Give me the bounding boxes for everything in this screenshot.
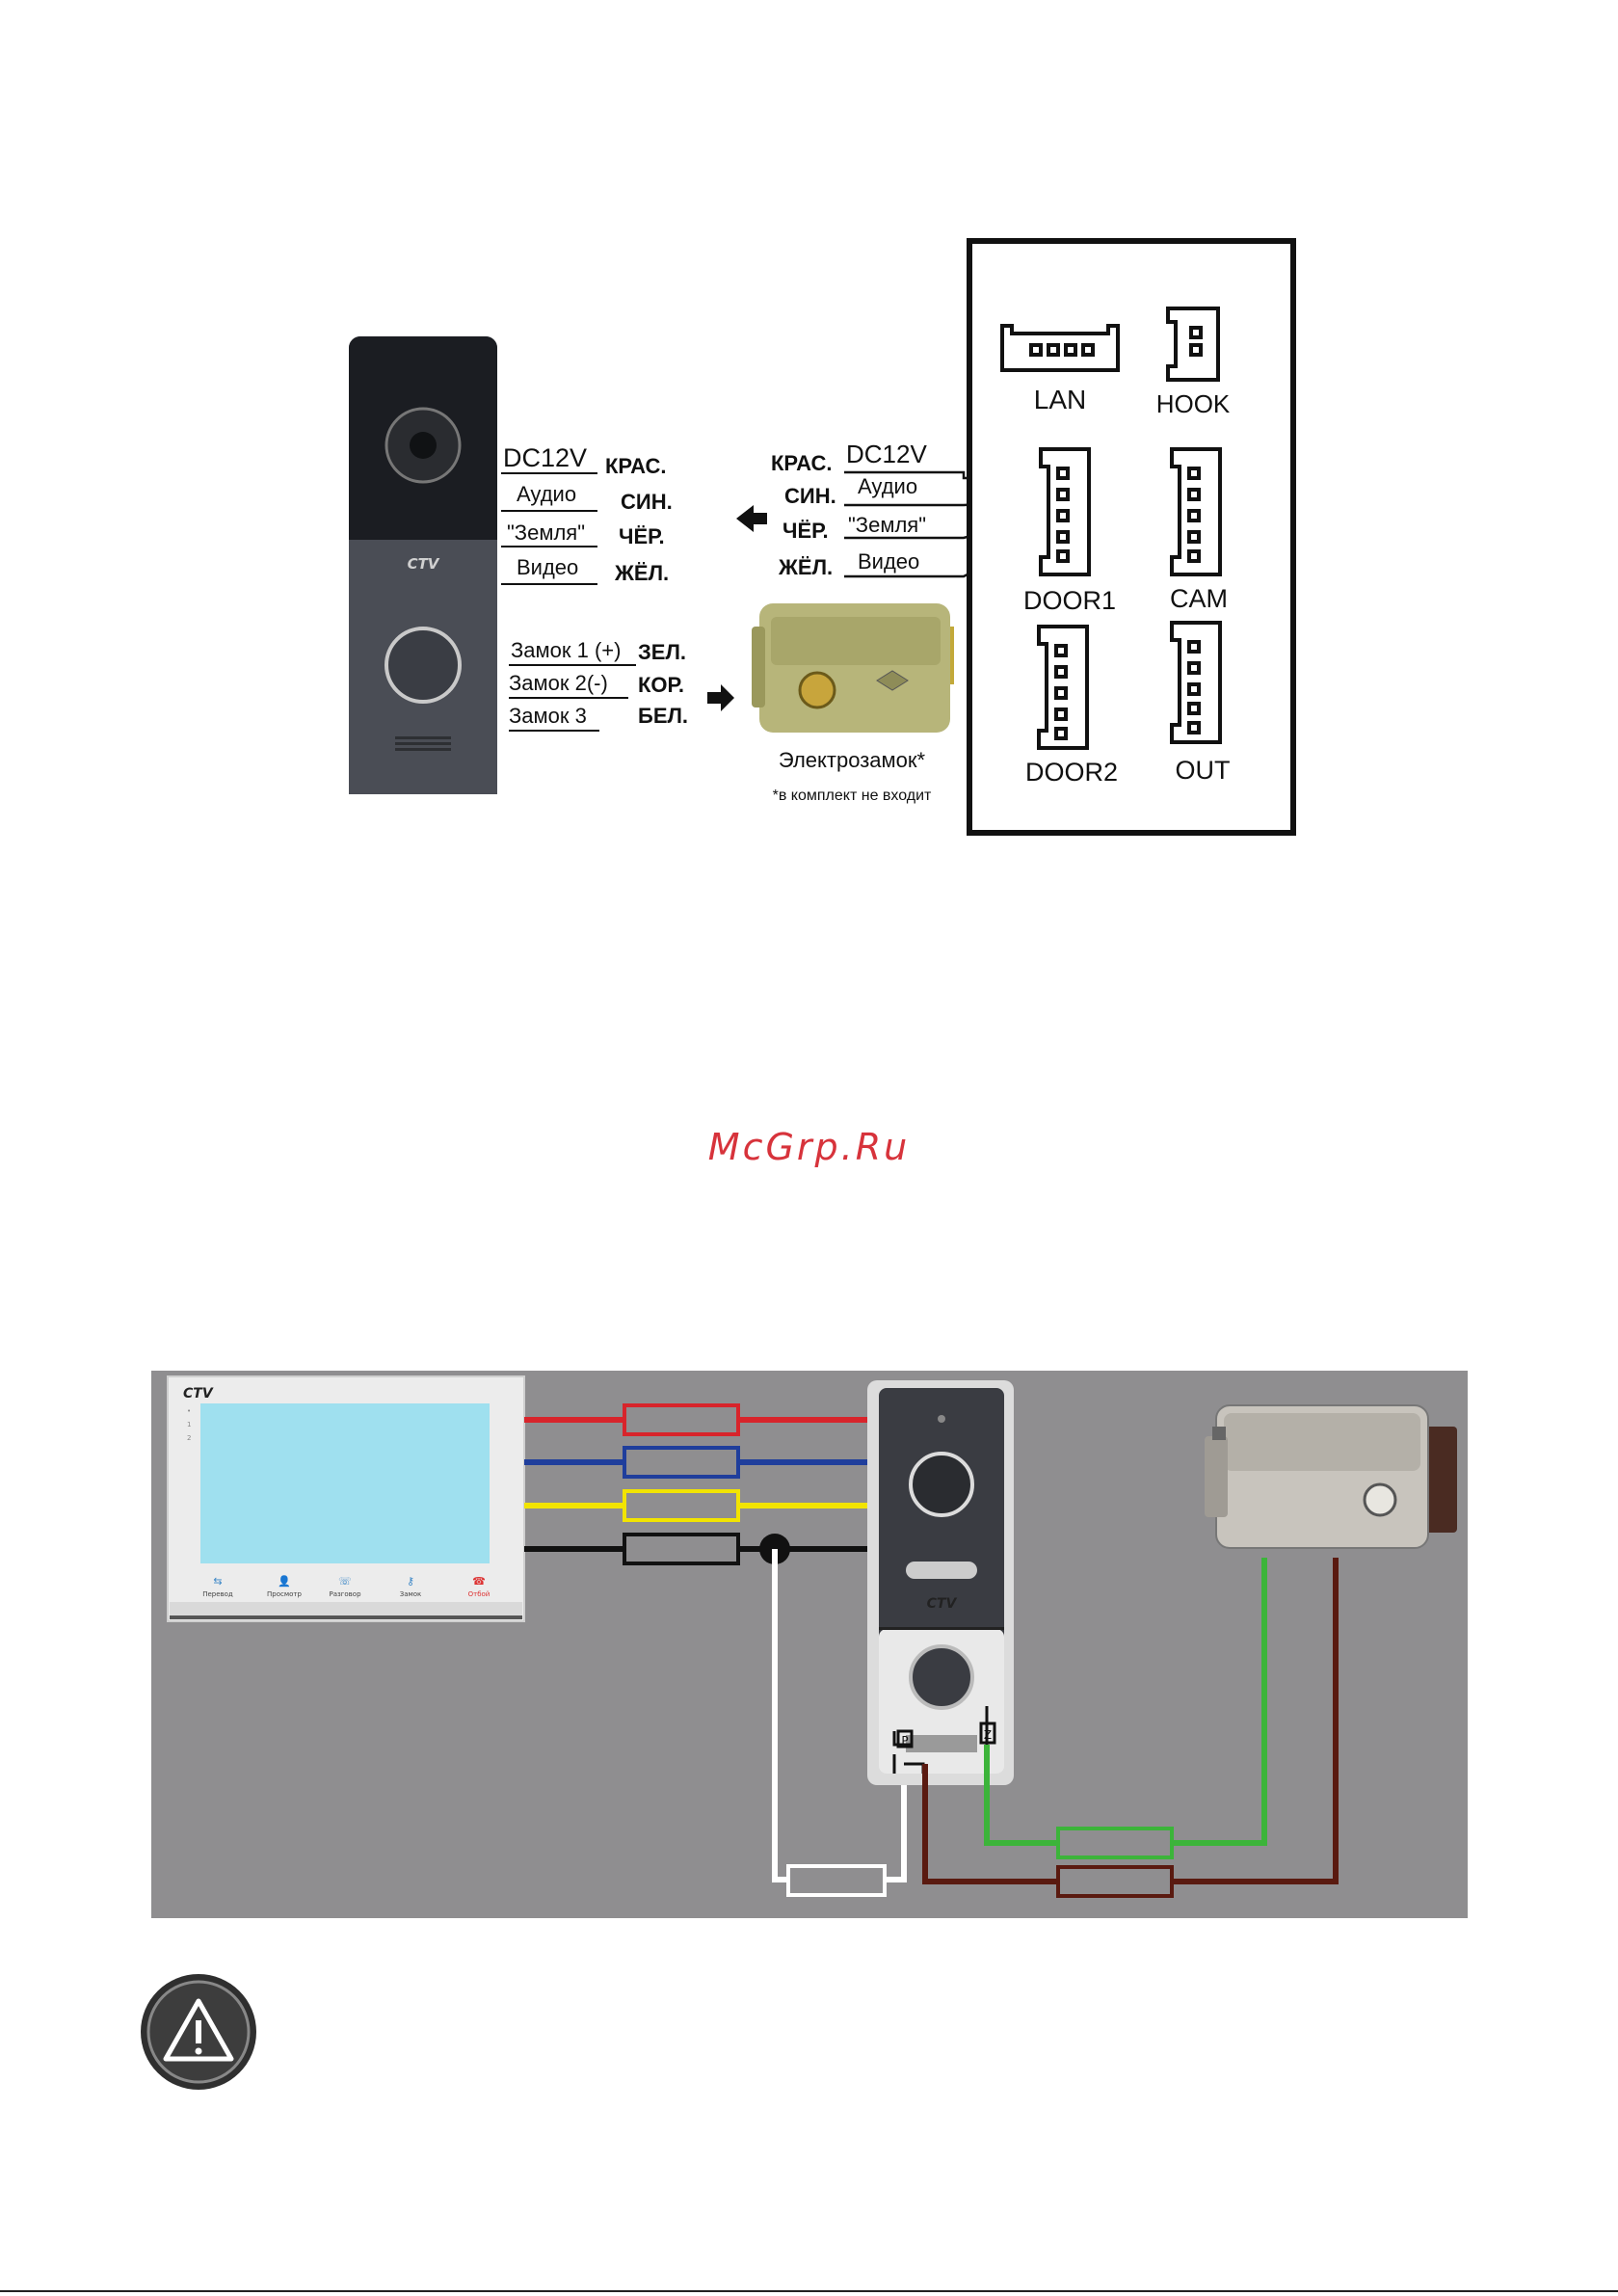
phone-icon: ☏ xyxy=(338,1575,352,1588)
door2-label: DOOR2 xyxy=(1025,758,1118,787)
electric-lock-image xyxy=(752,603,954,733)
arrow-left-icon xyxy=(736,505,767,532)
color-green: ЗЕЛ. xyxy=(638,640,686,664)
footer-rule xyxy=(0,2290,1618,2292)
arrow-right-icon xyxy=(707,684,734,711)
monitor-color-red: КРАС. xyxy=(771,451,833,475)
monitor-color-labels: КРАС. СИН. ЧЁР. ЖЁЛ. xyxy=(771,451,836,579)
key-icon: ⚷ xyxy=(407,1575,414,1588)
mode-label-z: Z xyxy=(984,1728,992,1742)
warning-icon xyxy=(139,1972,258,2092)
monitor-color-blue: СИН. xyxy=(784,484,836,508)
color-blue: СИН. xyxy=(621,490,673,514)
label-dc12v: DC12V xyxy=(503,443,587,472)
color-brown: КОР. xyxy=(638,673,684,697)
monitor-label-video: Видео xyxy=(858,549,919,574)
label-lock3: Замок 3 xyxy=(509,704,587,728)
outdoor-panel-bottom: CTV P Z xyxy=(867,1380,1014,1785)
monitor-button-view-label: Просмотр xyxy=(267,1590,302,1598)
outdoor-panel: CTV xyxy=(349,336,497,794)
monitor-side-mark-0: • xyxy=(187,1407,191,1415)
monitor-label-dc12v: DC12V xyxy=(846,440,927,468)
monitor-color-yellow: ЖЁЛ. xyxy=(778,555,833,579)
panel-color-labels: КРАС. СИН. ЧЁР. ЖЁЛ. ЗЕЛ. КОР. БЕЛ. xyxy=(605,454,688,728)
monitor-wire-labels: DC12V Аудио "Земля" Видео xyxy=(846,440,927,574)
panel-logo-bottom: CTV xyxy=(927,1596,958,1612)
door1-label: DOOR1 xyxy=(1023,586,1116,615)
monitor-side-mark-2: 2 xyxy=(187,1434,191,1442)
lock-caption: Электрозамок* xyxy=(779,748,926,772)
transfer-icon: ⇆ xyxy=(213,1575,222,1588)
lan-label: LAN xyxy=(1034,385,1086,414)
panel-wire-labels: DC12V Аудио "Земля" Видео Замок 1 (+) За… xyxy=(501,443,636,731)
electric-lock-bottom xyxy=(1205,1405,1457,1548)
watermark: McGrp.Ru xyxy=(0,1126,1618,1168)
monitor-label-audio: Аудио xyxy=(858,474,917,498)
color-black: ЧЁР. xyxy=(619,524,665,548)
monitor-label-ground: "Земля" xyxy=(848,513,926,537)
cam-label: CAM xyxy=(1170,584,1228,613)
panel-logo: CTV xyxy=(408,555,440,573)
hangup-icon: ☎ xyxy=(472,1575,486,1588)
wiring-diagram-top: CTV DC12V Аудио "Земля" Видео Замок 1 (+… xyxy=(0,0,1618,868)
speaker-grill xyxy=(395,736,451,751)
label-lock1: Замок 1 (+) xyxy=(511,638,621,662)
color-yellow: ЖЁЛ. xyxy=(614,561,669,585)
monitor-button-lock-label: Замок xyxy=(400,1590,422,1598)
label-video: Видео xyxy=(517,555,578,579)
monitor-logo: CTV xyxy=(183,1386,214,1402)
monitor-back-panel: LAN HOOK DOOR1 CAM xyxy=(969,241,1293,833)
monitor-side-mark-1: 1 xyxy=(187,1421,191,1428)
label-ground: "Земля" xyxy=(507,521,585,545)
label-lock2: Замок 2(-) xyxy=(509,671,608,695)
color-red: КРАС. xyxy=(605,454,667,478)
hook-label: HOOK xyxy=(1156,389,1231,418)
view-icon: 👤 xyxy=(278,1575,291,1588)
monitor-button-transfer-label: Перевод xyxy=(202,1590,233,1598)
wiring-diagram-bottom: CTV • 1 2 ⇆ Перевод 👤 Просмотр ☏ Разгово… xyxy=(0,1349,1618,1928)
monitor-color-black: ЧЁР. xyxy=(782,519,829,543)
monitor-button-hangup-label: Отбой xyxy=(468,1590,491,1598)
lock-note: *в комплект не входит xyxy=(773,788,932,804)
label-audio: Аудио xyxy=(517,482,576,506)
out-label: OUT xyxy=(1176,756,1231,785)
mode-label-p: P xyxy=(901,1734,908,1748)
indoor-monitor: CTV • 1 2 ⇆ Перевод 👤 Просмотр ☏ Разгово… xyxy=(168,1376,524,1621)
color-white: БЕЛ. xyxy=(638,704,688,728)
monitor-button-talk-label: Разговор xyxy=(329,1590,361,1598)
